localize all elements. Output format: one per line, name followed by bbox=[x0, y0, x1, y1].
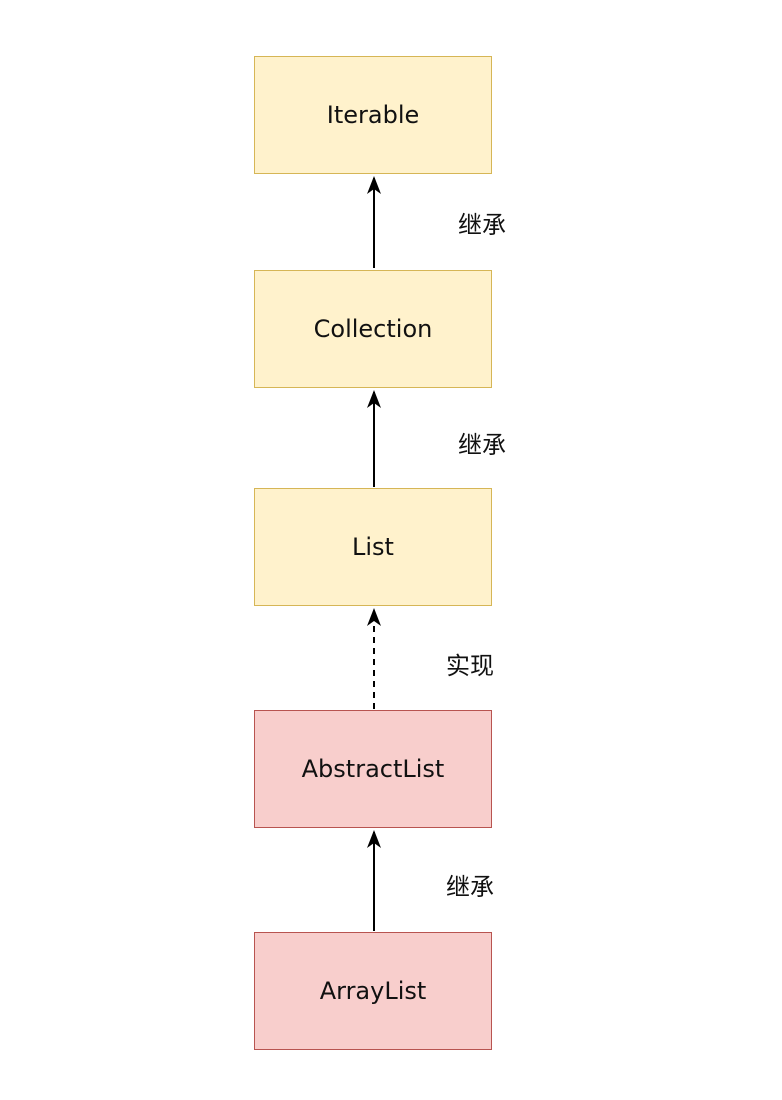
node-collection-label: Collection bbox=[313, 315, 433, 343]
node-abstract-list-label: AbstractList bbox=[301, 755, 445, 783]
node-array-list: ArrayList bbox=[254, 932, 492, 1050]
node-iterable: Iterable bbox=[254, 56, 492, 174]
edge-label-implement: 实现 bbox=[446, 652, 494, 680]
node-list-label: List bbox=[352, 533, 394, 561]
node-list: List bbox=[254, 488, 492, 606]
arrowhead-iterable-icon bbox=[367, 176, 381, 194]
node-abstract-list: AbstractList bbox=[254, 710, 492, 828]
edge-label-inherit-1: 继承 bbox=[458, 211, 506, 239]
arrowhead-list-icon bbox=[367, 608, 381, 626]
node-array-list-label: ArrayList bbox=[319, 977, 427, 1005]
node-collection: Collection bbox=[254, 270, 492, 388]
edge-label-inherit-2: 继承 bbox=[458, 431, 506, 459]
edge-label-inherit-3: 继承 bbox=[446, 873, 494, 901]
arrowhead-abstractlist-icon bbox=[367, 830, 381, 848]
arrowhead-collection-icon bbox=[367, 390, 381, 408]
node-iterable-label: Iterable bbox=[326, 101, 420, 129]
